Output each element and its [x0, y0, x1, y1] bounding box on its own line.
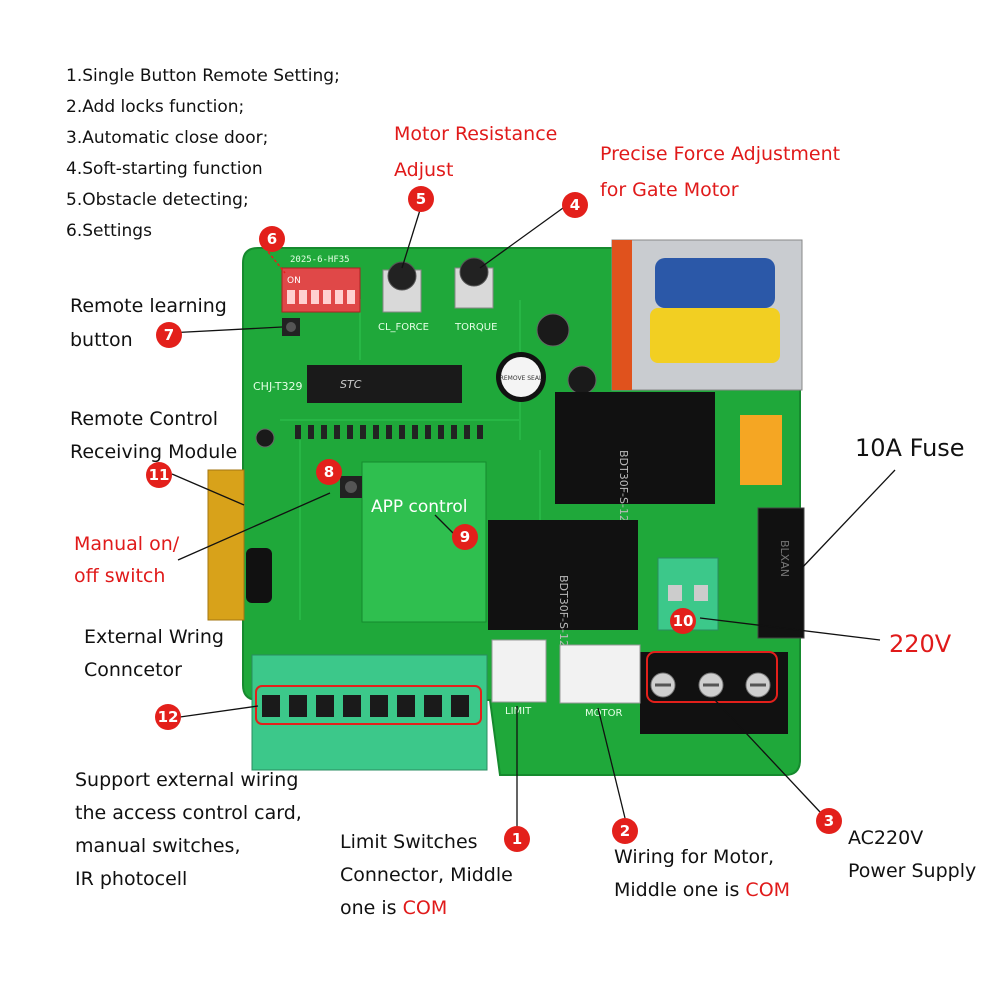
motor-label: MOTOR	[585, 708, 622, 719]
remote-module	[207, 469, 245, 621]
motor-prefix: Middle one is	[614, 879, 746, 901]
limit-switch-label-3: one is COM	[340, 892, 447, 925]
pot-resistance-knob	[387, 261, 417, 291]
motor-resistance-label-2: Adjust	[394, 159, 454, 181]
external-connector-label: External Wring	[84, 626, 224, 648]
badge-8: 8	[316, 459, 342, 485]
relay-2	[488, 520, 638, 630]
support-label-4: IR photocell	[75, 868, 188, 890]
limit-label: LIMIT	[505, 706, 532, 717]
limit-connector	[491, 639, 547, 703]
pot2-label: TORQUE	[454, 322, 497, 333]
limit-switch-label: Limit Switches	[340, 831, 478, 853]
precise-force-label-2: for Gate Motor	[600, 179, 739, 201]
pointer-lines	[167, 207, 896, 828]
external-terminal-slots	[262, 695, 469, 717]
feature-item: 4.Soft-starting function	[66, 159, 263, 179]
voltage-220v-label: 220V	[889, 630, 952, 658]
precise-force-label: Precise Force Adjustment	[600, 143, 841, 165]
manual-switch-label-2: off switch	[74, 565, 166, 587]
fuse-label: 10A Fuse	[855, 434, 965, 462]
fuse-holder	[757, 507, 805, 639]
fuse-brand: BLXAN	[778, 540, 791, 577]
badge-2: 2	[612, 818, 638, 844]
badge-12: 12	[155, 704, 181, 730]
support-label-3: manual switches,	[75, 835, 241, 857]
feature-item: 6.Settings	[66, 221, 152, 241]
board-date: 2025-6-HF35	[290, 255, 350, 265]
motor-com: COM	[745, 879, 791, 901]
badge-5: 5	[408, 186, 434, 212]
limit-prefix: one is	[340, 897, 403, 919]
support-label-2: the access control card,	[75, 802, 302, 824]
badge-3: 3	[816, 808, 842, 834]
motor-resistance-label: Motor Resistance	[394, 123, 558, 145]
external-connector-label-2: Conncetor	[84, 659, 182, 681]
manual-switch-label: Manual on/	[74, 533, 180, 555]
motor-wiring-label: Wiring for Motor,	[614, 846, 774, 868]
buzzer-label: REMOVE SEAL	[500, 375, 543, 382]
transformer-coil-blue	[655, 258, 775, 308]
transformer-coil-yellow	[650, 308, 780, 363]
pot1-label: CL_FORCE	[378, 322, 429, 333]
feature-item: 2.Add locks function;	[66, 97, 245, 117]
remote-learning-label-2: button	[70, 329, 133, 351]
remote-learning-label: Remote learning	[70, 295, 227, 317]
remote-module-label-2: Receiving Module	[70, 441, 238, 463]
ac-supply-label: AC220V	[848, 827, 924, 849]
app-control-label: APP control	[371, 497, 468, 517]
pointer-lines-red	[264, 247, 286, 274]
resistor-row	[295, 425, 483, 439]
motor-wiring-label-2: Middle one is COM	[614, 874, 790, 907]
motor-connector	[559, 644, 641, 704]
badge-9: 9	[452, 524, 478, 550]
mcu-chip	[307, 365, 462, 403]
relay-1	[555, 392, 715, 504]
capacitor-2	[567, 365, 597, 395]
badge-6: 6	[259, 226, 285, 252]
regulator-heatsink	[740, 415, 782, 485]
capacitor-3	[255, 428, 275, 448]
feature-item: 5.Obstacle detecting;	[66, 190, 249, 210]
limit-switch-label-2: Connector, Middle	[340, 864, 513, 886]
remote-module-label: Remote Control	[70, 408, 219, 430]
badge-4: 4	[562, 192, 588, 218]
limit-com: COM	[402, 897, 448, 919]
dip-on-label: ON	[287, 276, 301, 286]
feature-item: 1.Single Button Remote Setting;	[66, 66, 340, 86]
badge-11: 11	[146, 462, 172, 488]
chip-label: STC	[340, 378, 362, 391]
model-label: CHJ-T329	[253, 380, 302, 393]
badge-10: 10	[670, 608, 696, 634]
relay-2-label: BDT30F-S-12V	[557, 575, 570, 655]
antenna-coil	[246, 548, 272, 603]
badge-1: 1	[504, 826, 530, 852]
capacitor-1	[536, 313, 570, 347]
support-label-1: Support external wiring	[75, 769, 299, 791]
ac-supply-label-2: Power Supply	[848, 860, 977, 882]
pot-force-knob	[459, 257, 489, 287]
terminal-screws	[650, 672, 771, 698]
dip-levers	[287, 290, 355, 304]
badge-7: 7	[156, 322, 182, 348]
relay-1-label: BDT30F-S-12V	[617, 450, 630, 530]
feature-item: 3.Automatic close door;	[66, 128, 269, 148]
feature-list: 1.Single Button Remote Setting; 2.Add lo…	[66, 61, 340, 247]
